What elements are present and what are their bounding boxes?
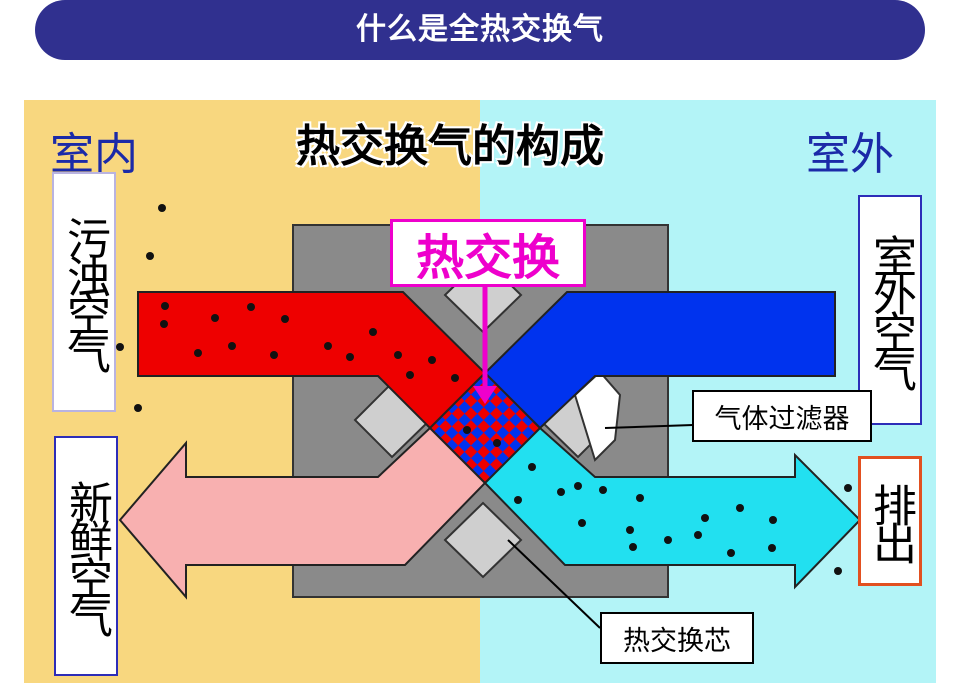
particle-dots [116,204,852,575]
heat-exchange-core [428,371,542,485]
heat-exchange-label: 热交换 [390,219,586,287]
core-leader-line [507,539,601,629]
fresh-air-stream [118,426,487,600]
page-title: 什么是全热交换气 [356,12,604,47]
heat-exchange-arrowhead [473,386,497,404]
outdoor-label: 室外 [806,129,894,180]
dirty-air-label: 污浊空气 [52,172,116,412]
exhaust-label: 排出 [858,456,922,586]
diagram-title: 热交换气的构成 [296,121,604,172]
indoor-label: 室内 [50,129,138,180]
exhaust-stream [483,426,862,590]
fresh-air-label: 新鲜空气 [54,436,118,676]
filter-bottom [443,501,523,579]
filter-callout: 气体过滤器 [692,390,872,442]
header-banner [35,0,925,60]
outdoor-air-label: 室外空气 [858,195,922,425]
core-callout: 热交换芯 [600,612,754,664]
filter-leader-line [604,424,694,429]
